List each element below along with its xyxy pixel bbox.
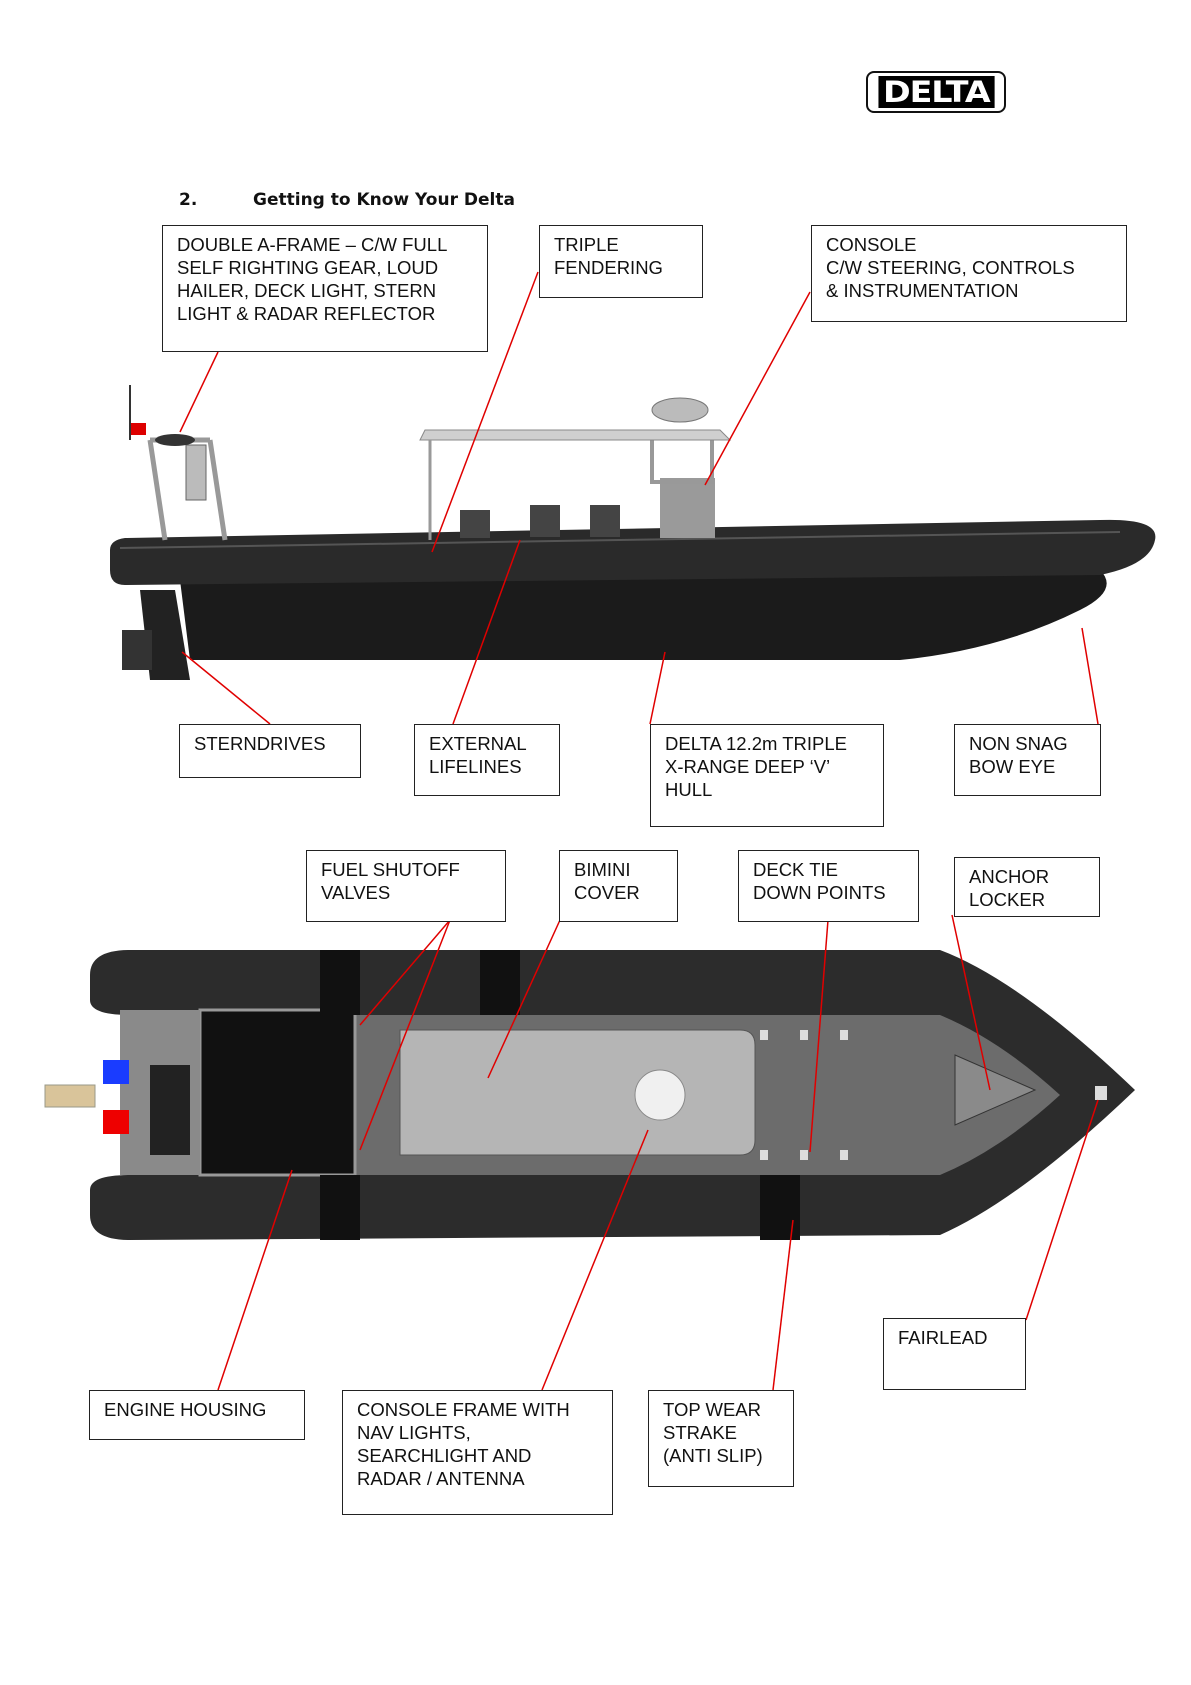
callout-engine-housing: ENGINE HOUSING [89, 1390, 305, 1440]
leader-lifelines [452, 539, 521, 725]
top-bimini [399, 1029, 756, 1156]
callout-console: CONSOLE C/W STEERING, CONTROLS & INSTRUM… [811, 225, 1127, 322]
side-bimini [419, 429, 732, 441]
leader-fuel-1 [359, 919, 451, 1026]
callout-bimini: BIMINI COVER [559, 850, 678, 922]
callout-sterndrives: STERNDRIVES [179, 724, 361, 778]
side-tube [110, 519, 1156, 585]
delta-logo: DELTA [866, 71, 1006, 113]
callout-anchor-locker: ANCHOR LOCKER [954, 857, 1100, 917]
section-number: 2. [179, 190, 198, 210]
leader-lines [179, 271, 1099, 1391]
leader-deck-tie [809, 919, 829, 1153]
leader-bow-eye [1081, 627, 1099, 725]
side-view-boat [110, 385, 1156, 680]
callout-console-frame: CONSOLE FRAME WITH NAV LIGHTS, SEARCHLIG… [342, 1390, 613, 1515]
callout-fuel-valves: FUEL SHUTOFF VALVES [306, 850, 506, 922]
leader-anchor [951, 914, 991, 1091]
leader-engine [217, 1169, 293, 1391]
leader-fendering [431, 271, 539, 553]
callout-lifelines: EXTERNAL LIFELINES [414, 724, 560, 796]
leader-fuel-2 [359, 919, 451, 1151]
top-anchor-locker [954, 1054, 1037, 1126]
top-engine-housing [198, 1008, 357, 1177]
leader-top-wear [772, 1219, 794, 1391]
logo-text: DELTA [878, 76, 994, 108]
leader-bimini [487, 919, 561, 1079]
top-radar-dome [634, 1069, 686, 1121]
leader-hull [649, 651, 666, 725]
callout-a-frame: DOUBLE A-FRAME – C/W FULL SELF RIGHTING … [162, 225, 488, 352]
side-hull [180, 570, 1107, 660]
section-title: Getting to Know Your Delta [253, 190, 515, 210]
side-sterndrives [140, 590, 190, 680]
callout-top-wear-strake: TOP WEAR STRAKE (ANTI SLIP) [648, 1390, 794, 1487]
leader-console [704, 291, 811, 486]
top-view-boat [44, 950, 1135, 1240]
side-console [660, 478, 715, 538]
leader-a-frame [179, 351, 219, 433]
callout-fendering: TRIPLE FENDERING [539, 225, 703, 298]
leader-sterndrives [181, 651, 271, 725]
callout-hull: DELTA 12.2m TRIPLE X-RANGE DEEP ‘V’ HULL [650, 724, 884, 827]
leader-console-frame [541, 1129, 649, 1391]
leader-fairlead [1025, 1099, 1099, 1321]
callout-deck-tie: DECK TIE DOWN POINTS [738, 850, 919, 922]
callout-bow-eye: NON SNAG BOW EYE [954, 724, 1101, 796]
callout-fairlead: FAIRLEAD [883, 1318, 1026, 1390]
